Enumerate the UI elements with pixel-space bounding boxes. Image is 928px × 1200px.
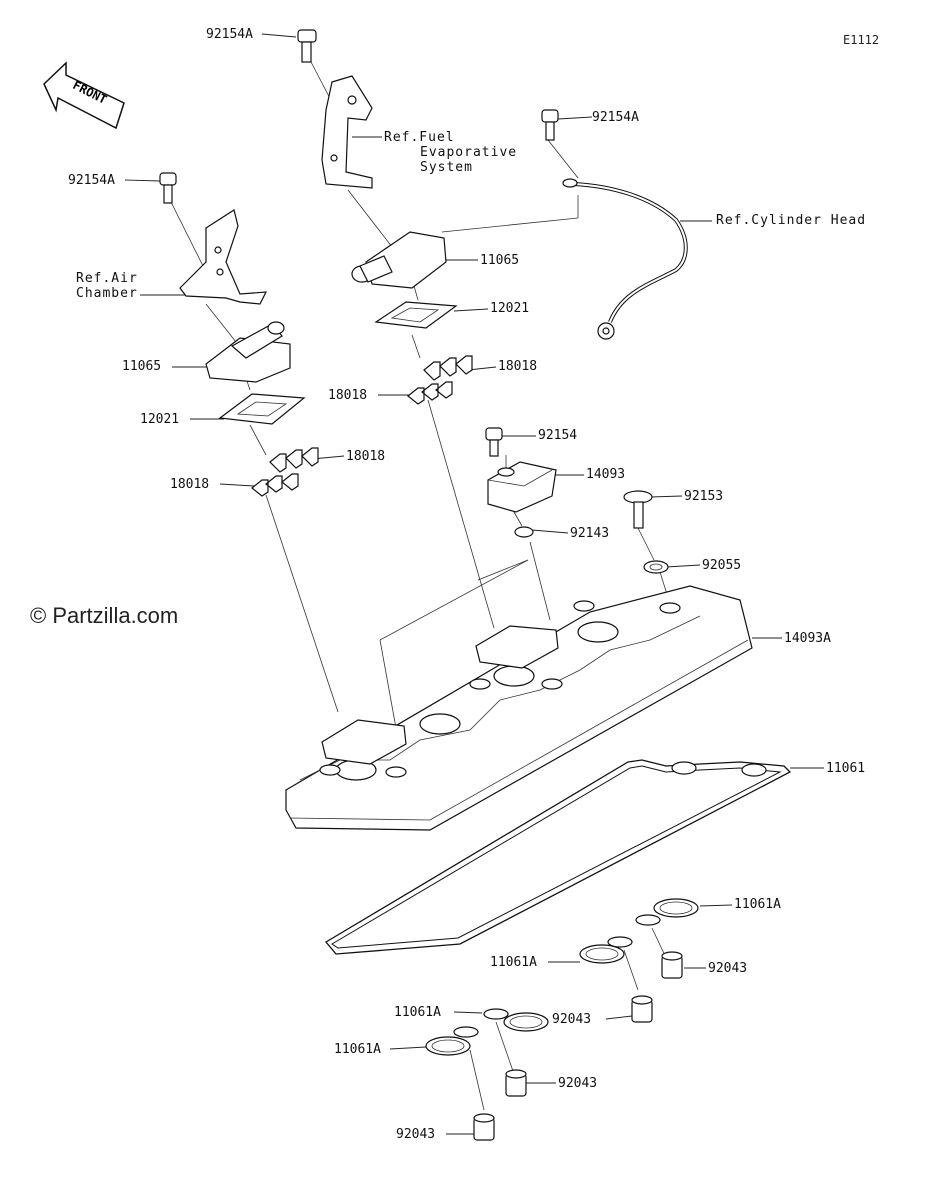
label-11061A-4: 11061A [334, 1042, 381, 1057]
label-92154A-top: 92154A [206, 27, 253, 42]
seal-11061A-c [483, 1008, 549, 1032]
bolt-92154 [485, 427, 503, 457]
label-11065-right: 11065 [480, 253, 520, 268]
bolt-92154A-left [159, 172, 177, 204]
collar-92043-c [505, 1069, 527, 1097]
ref-fuel-line2: Evaporative [420, 145, 518, 160]
reed-18018-right [407, 355, 473, 405]
label-11061: 11061 [826, 761, 866, 776]
label-18018-left-lower: 18018 [170, 477, 210, 492]
label-18018-right-upper: 18018 [498, 359, 538, 374]
valve-11065-left [205, 321, 291, 383]
label-18018-right-lower: 18018 [328, 388, 368, 403]
bolt-92154A-right [541, 109, 559, 141]
label-92153: 92153 [684, 489, 724, 504]
grommet-92055 [643, 560, 669, 574]
label-11061A-2: 11061A [490, 955, 537, 970]
ref-fuel-line3: System [420, 160, 473, 175]
gasket-11061 [325, 759, 792, 955]
diagram-code: E1112 [843, 33, 880, 47]
bolt-92154A-top [297, 29, 317, 63]
label-14093A: 14093A [784, 631, 831, 646]
seal-11061A-d [425, 1026, 479, 1056]
label-92043-1: 92043 [708, 961, 748, 976]
head-cover-14093A [285, 585, 753, 831]
air-chamber-bracket [179, 209, 268, 305]
gasket-12021-left [218, 393, 306, 425]
washer-92143 [514, 526, 534, 538]
label-14093: 14093 [586, 467, 626, 482]
ground-cable [562, 178, 688, 340]
label-92154: 92154 [538, 428, 578, 443]
ref-fuel-evaporative-system: Ref.Fuel Evaporative System [384, 130, 517, 175]
partzilla-watermark: © Partzilla.com [30, 603, 179, 628]
collar-92043-b [631, 995, 653, 1023]
cover-14093 [487, 461, 557, 513]
gasket-12021-right [374, 301, 458, 329]
ref-air-chamber: Ref.Air Chamber [38, 271, 138, 301]
seal-11061A-a [635, 898, 699, 926]
label-92154A-left: 92154A [68, 173, 115, 188]
collar-92043-d [473, 1113, 495, 1141]
label-92043-2: 92043 [552, 1012, 592, 1027]
label-12021-right: 12021 [490, 301, 530, 316]
label-92154A-right: 92154A [592, 110, 639, 125]
label-92043-3: 92043 [558, 1076, 598, 1091]
valve-11065-right [351, 231, 447, 289]
front-arrow: FRONT [43, 61, 125, 130]
ref-cylinder-head: Ref.Cylinder Head [716, 213, 867, 228]
fuel-evap-bracket [321, 75, 373, 189]
label-18018-left-upper: 18018 [346, 449, 386, 464]
ref-fuel-line1: Ref.Fuel [384, 130, 455, 145]
label-11061A-1: 11061A [734, 897, 781, 912]
ref-air-line2: Chamber [76, 286, 138, 301]
ref-air-line1: Ref.Air [76, 271, 138, 286]
bolt-92153 [623, 490, 653, 529]
label-92055: 92055 [702, 558, 742, 573]
reed-18018-left [251, 447, 319, 497]
label-12021-left: 12021 [140, 412, 180, 427]
label-11061A-3: 11061A [394, 1005, 441, 1020]
collar-92043-a [661, 951, 683, 979]
label-92043-4: 92043 [396, 1127, 436, 1142]
seal-11061A-b [579, 936, 633, 964]
label-92143: 92143 [570, 526, 610, 541]
label-11065-left: 11065 [122, 359, 162, 374]
leader-lines [124, 33, 824, 1135]
